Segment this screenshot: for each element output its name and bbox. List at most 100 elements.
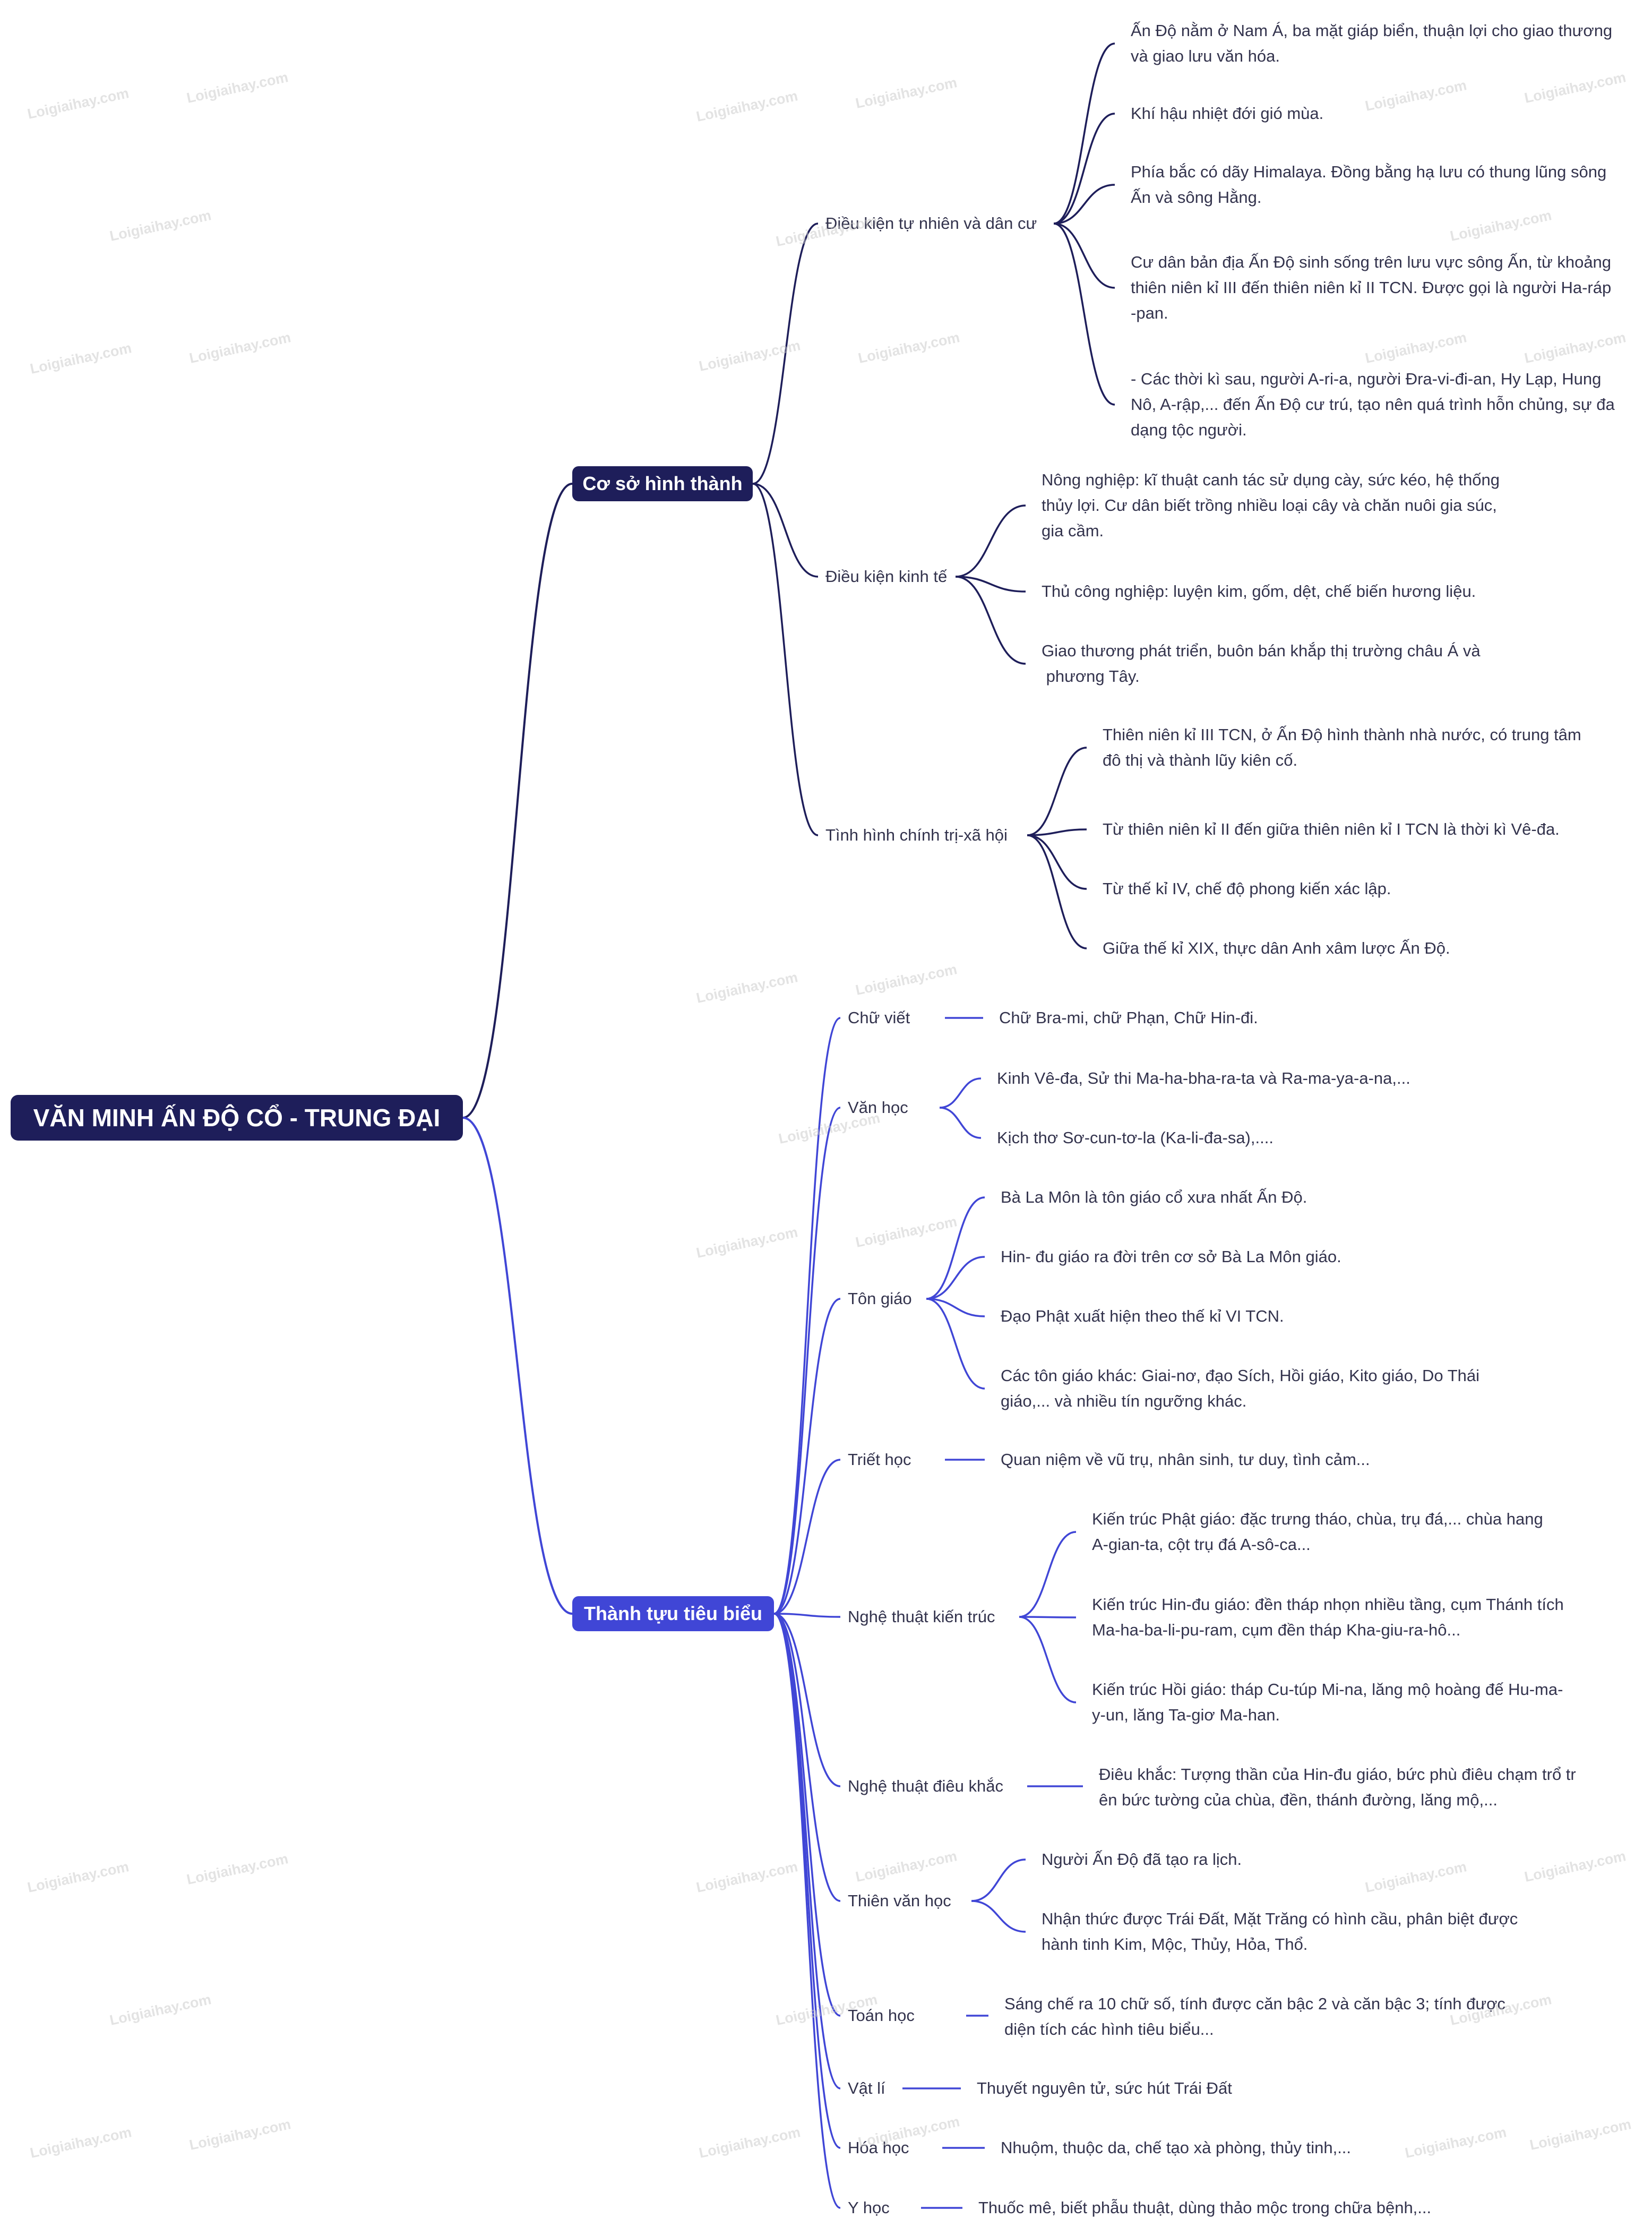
watermark-text: Loigiaihay.com [185,1851,290,1888]
watermark-text: Loigiaihay.com [108,207,213,244]
leaf-connector [1053,222,1115,289]
leaf-node[interactable]: Nông nghiệp: kĩ thuật canh tác sử dụng c… [1042,467,1572,544]
leaf-node[interactable]: Nhuộm, thuộc da, chế tạo xà phòng, thủy … [1001,2135,1531,2161]
leaf-node[interactable]: Điêu khắc: Tượng thần của Hin-đu giáo, b… [1099,1762,1630,1813]
leaf-node[interactable]: Quan niệm về vũ trụ, nhân sinh, tư duy, … [1001,1447,1531,1472]
leaf-connector [1027,834,1087,890]
leaf-text-line: Phía bắc có dãy Himalaya. Đồng bằng hạ l… [1131,162,1607,181]
leaf-node[interactable]: Sáng chế ra 10 chữ số, tính được căn bậc… [1004,1991,1535,2042]
leaf-connector [1053,113,1115,225]
leaf-text-line: dạng tộc người. [1131,421,1247,439]
leaf-node[interactable]: Chữ Bra-mi, chữ Phạn, Chữ Hin-đi. [999,1005,1530,1031]
topic-connector [773,1613,841,2209]
leaf-text-line: Hin- đu giáo ra đời trên cơ sở Bà La Môn… [1001,1247,1341,1266]
leaf-node[interactable]: Kinh Vê-đa, Sử thi Ma-ha-bha-ra-ta và Ra… [997,1066,1528,1091]
leaf-node[interactable]: Giữa thế kỉ XIX, thực dân Anh xâm lược Ấ… [1103,936,1633,961]
watermark-text: Loigiaihay.com [25,85,131,122]
leaf-connector [939,1107,982,1139]
topic-connector [773,1613,841,2149]
watermark-text: Loigiaihay.com [694,1858,799,1896]
leaf-node[interactable]: Ấn Độ nằm ở Nam Á, ba mặt giáp biển, thu… [1131,18,1652,69]
topic-nghe-thuat-dieu-khac[interactable]: Nghệ thuật điêu khắc [848,1777,1003,1795]
leaf-node[interactable]: Phía bắc có dãy Himalaya. Đồng bằng hạ l… [1131,159,1652,210]
topic-triet-hoc[interactable]: Triết học [848,1450,911,1469]
leaf-node[interactable]: Giao thương phát triển, buôn bán khắp th… [1042,638,1572,689]
leaf-connector [926,1256,985,1300]
topic-tinh-hinh-chinh-tri-xa-hoi[interactable]: Tình hình chính trị-xã hội [825,826,1008,844]
leaf-connector [1027,828,1087,836]
leaf-connector [926,1196,985,1300]
leaf-node[interactable]: Kiến trúc Hồi giáo: tháp Cu-túp Mi-na, l… [1092,1677,1623,1728]
topic-van-hoc[interactable]: Văn học [848,1098,908,1117]
leaf-connector [955,576,1026,593]
leaf-text-line: y-un, lăng Ta-giơ Ma-han. [1092,1706,1280,1724]
topic-hoa-hoc[interactable]: Hóa học [848,2138,909,2157]
leaf-node[interactable]: Thuốc mê, biết phẫu thuật, dùng thảo mộc… [978,2195,1509,2221]
leaf-text-line: thiên niên kỉ III đến thiên niên kỉ II T… [1131,278,1612,297]
leaf-node[interactable]: Thuyết nguyên tử, sức hút Trái Đất [977,2076,1508,2101]
leaf-node[interactable]: - Các thời kì sau, người A-ri-a, người Đ… [1131,366,1652,443]
watermark-text: Loigiaihay.com [854,1848,959,1885]
leaf-connector [955,504,1026,578]
topic-nghe-thuat-kien-truc[interactable]: Nghệ thuật kiến trúc [848,1607,995,1626]
leaf-node[interactable]: Hin- đu giáo ra đời trên cơ sở Bà La Môn… [1001,1244,1531,1270]
watermark-text: Loigiaihay.com [1448,207,1553,244]
leaf-node[interactable]: Kịch thơ Sơ-cun-tơ-la (Ka-li-đa-sa),.... [997,1125,1528,1151]
leaf-text-line: Kiến trúc Hồi giáo: tháp Cu-túp Mi-na, l… [1092,1680,1563,1699]
leaf-node[interactable]: Thiên niên kỉ III TCN, ở Ấn Độ hình thàn… [1103,722,1633,773]
leaf-node[interactable]: Kiến trúc Phật giáo: đặc trưng tháo, chù… [1092,1506,1623,1557]
leaf-connector [1027,834,1087,949]
watermark-text: Loigiaihay.com [187,2116,292,2153]
watermark-text: Loigiaihay.com [1528,2116,1633,2153]
leaf-text-line: Khí hậu nhiệt đới gió mùa. [1131,104,1324,123]
leaf-text-line: Nông nghiệp: kĩ thuật canh tác sử dụng c… [1042,470,1500,489]
leaf-text-line: Kiến trúc Phật giáo: đặc trưng tháo, chù… [1092,1510,1543,1528]
leaf-text-line: hành tinh Kim, Mộc, Thủy, Hỏa, Thổ. [1042,1935,1308,1954]
leaf-text-line: Nhận thức được Trái Đất, Mặt Trăng có hì… [1042,1909,1518,1928]
leaf-text-line: Nô, A-rập,... đến Ấn Độ cư trú, tạo nên … [1131,395,1615,414]
watermark-text: Loigiaihay.com [854,961,959,998]
leaf-node[interactable]: Từ thiên niên kỉ II đến giữa thiên niên … [1103,817,1633,842]
topic-connector [752,483,819,578]
leaf-node[interactable]: Khí hậu nhiệt đới gió mùa. [1131,101,1652,126]
topic-dieu-kien-tu-nhien-va-dan-cu[interactable]: Điều kiện tự nhiên và dân cư [825,214,1037,233]
topic-connector [752,483,819,836]
watermark-text: Loigiaihay.com [694,969,799,1006]
root-connector [462,1117,573,1615]
leaf-text-line: và giao lưu văn hóa. [1131,47,1280,65]
leaf-connector [926,1298,985,1317]
topic-connector [773,1613,841,1902]
leaf-node[interactable]: Từ thế kỉ IV, chế độ phong kiến xác lập. [1103,876,1633,902]
leaf-node[interactable]: Nhận thức được Trái Đất, Mặt Trăng có hì… [1042,1906,1572,1957]
topic-connector [773,1613,841,2017]
leaf-text-line: thủy lợi. Cư dân biết trồng nhiều loại c… [1042,496,1497,515]
leaf-node[interactable]: Các tôn giáo khác: Giai-nơ, đạo Sích, Hồ… [1001,1363,1531,1414]
leaf-text-line: giáo,... và nhiều tín ngưỡng khác. [1001,1392,1247,1410]
topic-chu-viet[interactable]: Chữ viết [848,1008,910,1027]
branch-co-so-hinh-thanh[interactable]: Cơ sở hình thành [572,466,753,501]
topic-toan-hoc[interactable]: Toán học [848,2006,915,2025]
leaf-node[interactable]: Đạo Phật xuất hiện theo thế kỉ VI TCN. [1001,1304,1531,1329]
leaf-node[interactable]: Kiến trúc Hin-đu giáo: đền tháp nhọn nhi… [1092,1592,1623,1643]
topic-ton-giao[interactable]: Tôn giáo [848,1289,912,1308]
leaf-text-line: Thuốc mê, biết phẫu thuật, dùng thảo mộc… [978,2198,1432,2217]
leaf-connector [1053,222,1115,406]
topic-thien-van-hoc[interactable]: Thiên văn học [848,1891,951,1910]
leaf-node[interactable]: Thủ công nghiệp: luyện kim, gốm, dệt, ch… [1042,579,1572,604]
watermark-text: Loigiaihay.com [187,329,292,366]
leaf-connector [971,1858,1026,1902]
leaf-node[interactable]: Người Ấn Độ đã tạo ra lịch. [1042,1847,1572,1872]
leaf-text-line: Nhuộm, thuộc da, chế tạo xà phòng, thủy … [1001,2138,1352,2157]
leaf-node[interactable]: Cư dân bản địa Ấn Độ sinh sống trên lưu … [1131,250,1652,326]
leaf-text-line: Từ thế kỉ IV, chế độ phong kiến xác lập. [1103,879,1391,898]
root-node[interactable]: VĂN MINH ẤN ĐỘ CỔ - TRUNG ĐẠI [11,1095,463,1141]
leaf-text-line: đô thị và thành lũy kiên cố. [1103,751,1298,769]
topic-connector [773,1017,841,1615]
leaf-node[interactable]: Bà La Môn là tôn giáo cổ xưa nhất Ấn Độ. [1001,1185,1531,1210]
watermark-text: Loigiaihay.com [28,340,133,377]
topic-y-hoc[interactable]: Y học [848,2198,890,2217]
leaf-text-line: Giữa thế kỉ XIX, thực dân Anh xâm lược Ấ… [1103,939,1450,957]
topic-vat-li[interactable]: Vật lí [848,2079,885,2097]
topic-dieu-kien-kinh-te[interactable]: Điều kiện kinh tế [825,567,948,586]
branch-thanh-tuu-tieu-bieu[interactable]: Thành tựu tiêu biểu [572,1596,774,1631]
